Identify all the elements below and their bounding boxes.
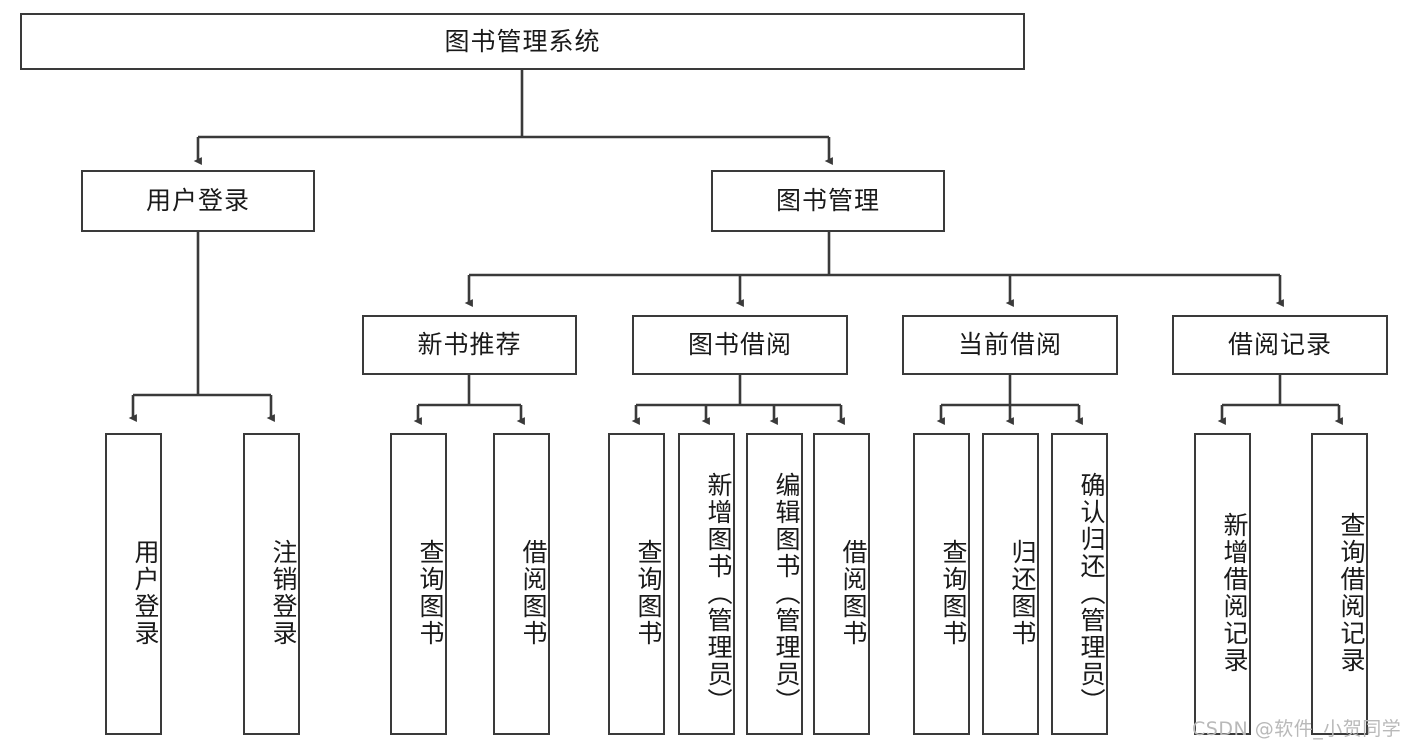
node-user-login-label: 用户登录 [145, 186, 250, 216]
leaf-borrow-record-query[interactable]: 查询借阅记录 [1311, 433, 1368, 735]
leaf-label: 新增图书（管理员） [704, 471, 733, 715]
leaf-label: 查询图书 [634, 539, 663, 647]
leaf-label: 注销登录 [269, 539, 298, 647]
leaf-borrow-record-add[interactable]: 新增借阅记录 [1194, 433, 1251, 735]
leaf-label: 借阅图书 [519, 539, 548, 647]
leaf-user-login-signout[interactable]: 注销登录 [243, 433, 300, 735]
leaf-label: 查询图书 [939, 539, 968, 647]
leaf-current-borrow-return[interactable]: 归还图书 [982, 433, 1039, 735]
node-book-borrow[interactable]: 图书借阅 [632, 315, 848, 375]
node-borrow-record[interactable]: 借阅记录 [1172, 315, 1388, 375]
node-new-book-recommend[interactable]: 新书推荐 [362, 315, 577, 375]
leaf-book-borrow-query[interactable]: 查询图书 [608, 433, 665, 735]
leaf-new-book-query[interactable]: 查询图书 [390, 433, 447, 735]
leaf-current-borrow-query[interactable]: 查询图书 [913, 433, 970, 735]
csdn-watermark: CSDN @软件_小贺同学 [1192, 718, 1402, 740]
leaf-label: 查询借阅记录 [1337, 512, 1366, 674]
leaf-user-login-signin[interactable]: 用户登录 [105, 433, 162, 735]
leaf-new-book-borrow[interactable]: 借阅图书 [493, 433, 550, 735]
node-book-borrow-label: 图书借阅 [687, 330, 792, 360]
node-current-borrow-label: 当前借阅 [957, 330, 1062, 360]
leaf-label: 新增借阅记录 [1220, 512, 1249, 674]
leaf-label: 确认归还（管理员） [1077, 471, 1106, 715]
node-book-management-label: 图书管理 [775, 186, 880, 216]
leaf-label: 归还图书 [1008, 539, 1037, 647]
node-root[interactable]: 图书管理系统 [20, 13, 1025, 70]
leaf-current-borrow-confirm[interactable]: 确认归还（管理员） [1051, 433, 1108, 735]
leaf-label: 用户登录 [131, 539, 160, 647]
node-book-management[interactable]: 图书管理 [711, 170, 945, 232]
node-user-login[interactable]: 用户登录 [81, 170, 315, 232]
leaf-book-borrow-lend[interactable]: 借阅图书 [813, 433, 870, 735]
node-new-book-recommend-label: 新书推荐 [417, 330, 522, 360]
leaf-label: 借阅图书 [839, 539, 868, 647]
node-current-borrow[interactable]: 当前借阅 [902, 315, 1118, 375]
node-root-label: 图书管理系统 [444, 26, 601, 56]
leaf-book-borrow-edit[interactable]: 编辑图书（管理员） [746, 433, 803, 735]
leaf-label: 编辑图书（管理员） [772, 471, 801, 715]
node-borrow-record-label: 借阅记录 [1227, 330, 1332, 360]
leaf-label: 查询图书 [416, 539, 445, 647]
leaf-book-borrow-add[interactable]: 新增图书（管理员） [678, 433, 735, 735]
